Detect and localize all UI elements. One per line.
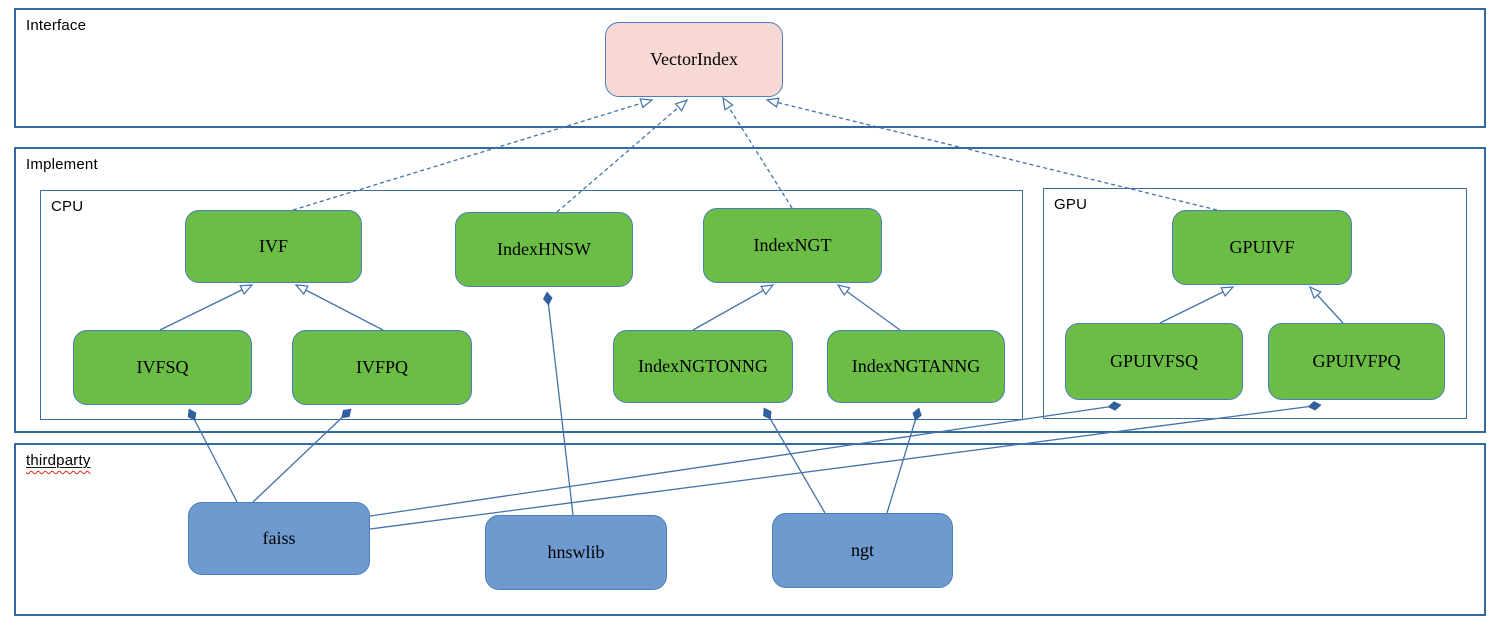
node-vectorindex[interactable]: VectorIndex [605,22,783,97]
node-hnswlib-label: hnswlib [547,542,605,562]
implement-label: Implement [26,156,98,173]
node-ivfsq[interactable]: IVFSQ [73,330,252,405]
node-gpuivf[interactable]: GPUIVF [1172,210,1352,285]
cpu-label: CPU [51,198,84,215]
node-ivf-label: IVF [258,236,288,256]
node-indexhnsw[interactable]: IndexHNSW [455,212,633,287]
thirdparty-label-text: thirdparty [26,452,91,469]
node-ngt[interactable]: ngt [772,513,953,588]
node-indexngtonng[interactable]: IndexNGTONNG [613,330,793,403]
node-ivfpq-label: IVFPQ [355,357,408,377]
node-vectorindex-label: VectorIndex [650,49,738,69]
interface-label: Interface [26,17,87,34]
node-indexhnsw-label: IndexHNSW [497,239,591,259]
node-indexngt[interactable]: IndexNGT [703,208,882,283]
thirdparty-label: thirdparty [26,452,91,469]
node-gpuivfpq-label: GPUIVFPQ [1312,351,1401,371]
node-ivf[interactable]: IVF [185,210,362,283]
node-hnswlib[interactable]: hnswlib [485,515,667,590]
node-ivfpq[interactable]: IVFPQ [292,330,472,405]
node-indexngtanng-label: IndexNGTANNG [851,356,981,376]
node-indexngtonng-label: IndexNGTONNG [638,356,768,376]
node-faiss-label: faiss [262,528,296,548]
node-gpuivfsq[interactable]: GPUIVFSQ [1065,323,1243,400]
node-gpuivf-label: GPUIVF [1229,237,1295,257]
node-ivfsq-label: IVFSQ [136,357,189,377]
node-gpuivfsq-label: GPUIVFSQ [1109,351,1199,371]
node-indexngt-label: IndexNGT [753,235,832,255]
node-indexngtanng[interactable]: IndexNGTANNG [827,330,1005,403]
gpu-label: GPU [1054,196,1088,213]
node-ngt-label: ngt [850,540,874,560]
node-faiss[interactable]: faiss [188,502,370,575]
node-gpuivfpq[interactable]: GPUIVFPQ [1268,323,1445,400]
